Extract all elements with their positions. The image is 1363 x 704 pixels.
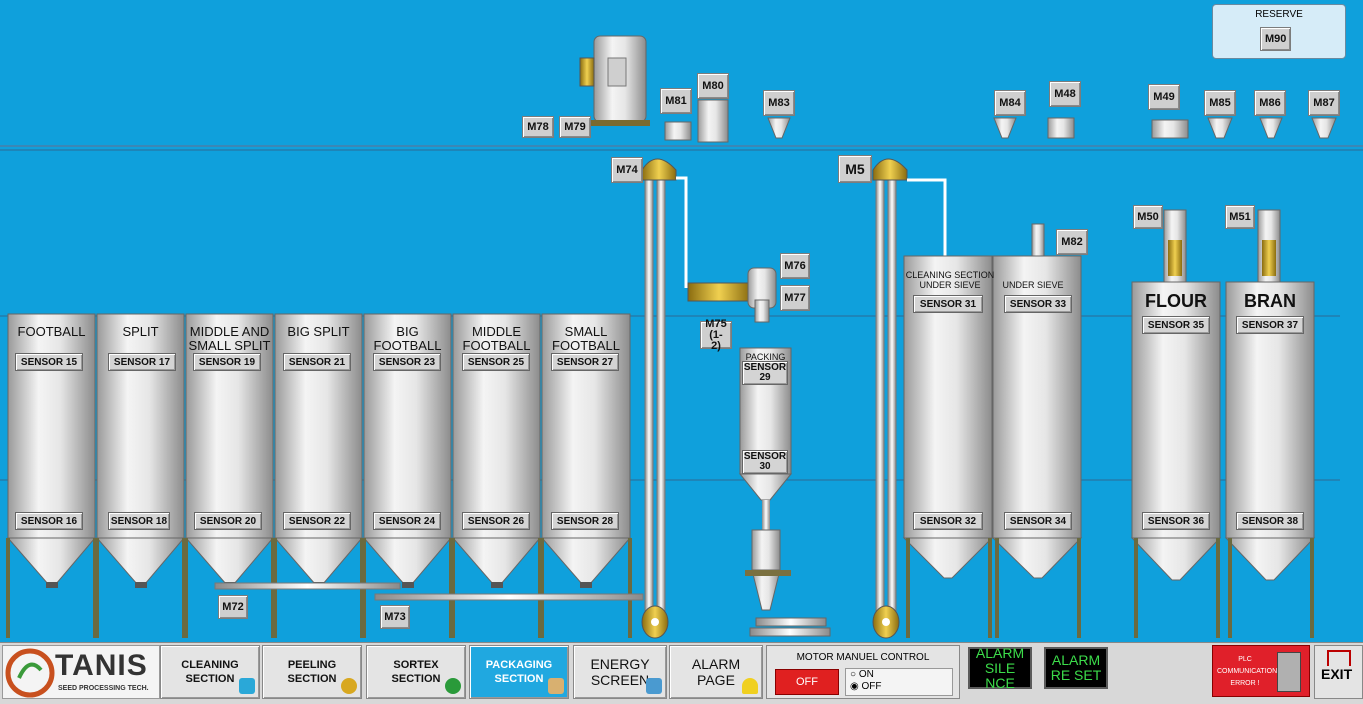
motor-m48-button[interactable]: M48	[1049, 81, 1081, 107]
motor-m75-label: M75	[705, 317, 727, 330]
energy-chart-icon	[646, 678, 662, 694]
silo-1-label: FOOTBALL	[17, 324, 86, 339]
radio-on-icon: ◉	[850, 681, 862, 692]
plc-device-icon	[1277, 652, 1301, 692]
motor-m75-button[interactable]: M75 (1-2)	[700, 317, 732, 352]
sensor-37: SENSOR 37	[1236, 316, 1304, 334]
reserve-title: RESERVE	[1255, 9, 1303, 20]
motor-m72-button[interactable]: M72	[218, 595, 248, 619]
motor-m74-button[interactable]: M74	[611, 157, 643, 183]
motor-m73-button[interactable]: M73	[380, 605, 410, 629]
radio-off-icon: ○	[850, 669, 859, 680]
tanis-logo: TANIS SEED PROCESSING TECH.	[2, 645, 160, 699]
sensor-25: SENSOR 25	[462, 353, 530, 371]
motor-m82-button[interactable]: M82	[1056, 229, 1088, 255]
sensor-33: SENSOR 33	[1004, 295, 1072, 313]
motor-m5-button[interactable]: M5	[838, 155, 872, 183]
motor-mode-radio-group: ○ ON ◉ OFF	[845, 668, 953, 696]
sensor-35: SENSOR 35	[1142, 316, 1210, 334]
box-icon	[548, 678, 564, 694]
exit-label: EXIT	[1321, 666, 1353, 682]
sensor-36: SENSOR 36	[1142, 512, 1210, 530]
motor-m75-sub: (1-2)	[709, 328, 723, 352]
bell-icon	[742, 678, 758, 694]
motor-m78-button[interactable]: M78	[522, 116, 554, 138]
sensor-22: SENSOR 22	[283, 512, 351, 530]
motor-m81-button[interactable]: M81	[660, 88, 692, 114]
sensor-28: SENSOR 28	[551, 512, 619, 530]
sensor-26: SENSOR 26	[462, 512, 530, 530]
sensor-27: SENSOR 27	[551, 353, 619, 371]
motor-m79-button[interactable]: M79	[559, 116, 591, 138]
sensor-19: SENSOR 19	[193, 353, 261, 371]
silo-4-label: BIG SPLIT	[287, 324, 350, 339]
reserve-panel: RESERVE M90	[1212, 4, 1346, 59]
process-diagram	[0, 35, 1363, 639]
sensor-31: SENSOR 31	[913, 295, 983, 313]
motor-m83-button[interactable]: M83	[763, 90, 795, 116]
tanis-logo-subtitle: SEED PROCESSING TECH.	[58, 685, 149, 692]
motor-manual-control-panel: MOTOR MANUEL CONTROL OFF ○ ON ◉ OFF	[766, 645, 960, 699]
sensor-18: SENSOR 18	[108, 512, 170, 530]
motor-m49-button[interactable]: M49	[1148, 84, 1180, 110]
motor-m51-button[interactable]: M51	[1225, 205, 1255, 229]
sensor-38: SENSOR 38	[1236, 512, 1304, 530]
motor-m90-button[interactable]: M90	[1260, 27, 1292, 51]
sensor-20: SENSOR 20	[194, 512, 262, 530]
motor-m86-button[interactable]: M86	[1254, 90, 1286, 116]
seeds-icon	[341, 678, 357, 694]
sensor-23: SENSOR 23	[373, 353, 441, 371]
motor-m50-button[interactable]: M50	[1133, 205, 1163, 229]
exit-button[interactable]: EXIT	[1314, 645, 1363, 699]
check-icon	[445, 678, 461, 694]
bran-label: BRAN	[1244, 291, 1296, 311]
left-silo-group	[6, 313, 632, 638]
motor-m80-button[interactable]: M80	[697, 73, 729, 99]
sensor-16: SENSOR 16	[15, 512, 83, 530]
sensor-21: SENSOR 21	[283, 353, 351, 371]
refresh-icon	[239, 678, 255, 694]
sensor-34: SENSOR 34	[1004, 512, 1072, 530]
packing-label: PACKING	[745, 352, 786, 362]
motor-manual-control-title: MOTOR MANUEL CONTROL	[796, 652, 930, 663]
tanis-logo-icon	[5, 648, 55, 698]
motor-m77-button[interactable]: M77	[780, 285, 810, 311]
silo-2-label: SPLIT	[122, 324, 159, 339]
motor-m87-button[interactable]: M87	[1308, 90, 1340, 116]
under-sieve-label: UNDER SIEVE	[1002, 280, 1064, 290]
sensor-15: SENSOR 15	[15, 353, 83, 371]
flour-label: FLOUR	[1145, 291, 1207, 311]
sensor-24: SENSOR 24	[373, 512, 441, 530]
exit-icon	[1327, 650, 1351, 666]
motor-m84-button[interactable]: M84	[994, 90, 1026, 116]
motor-m76-button[interactable]: M76	[780, 253, 810, 279]
motor-m85-button[interactable]: M85	[1204, 90, 1236, 116]
motor-off-radio[interactable]: ◉ OFF	[850, 681, 882, 692]
motor-off-button[interactable]: OFF	[775, 669, 839, 695]
motor-on-radio[interactable]: ○ ON	[850, 669, 874, 680]
tanis-logo-text: TANIS	[55, 649, 148, 682]
sensor-17: SENSOR 17	[108, 353, 176, 371]
sensor-32: SENSOR 32	[913, 512, 983, 530]
